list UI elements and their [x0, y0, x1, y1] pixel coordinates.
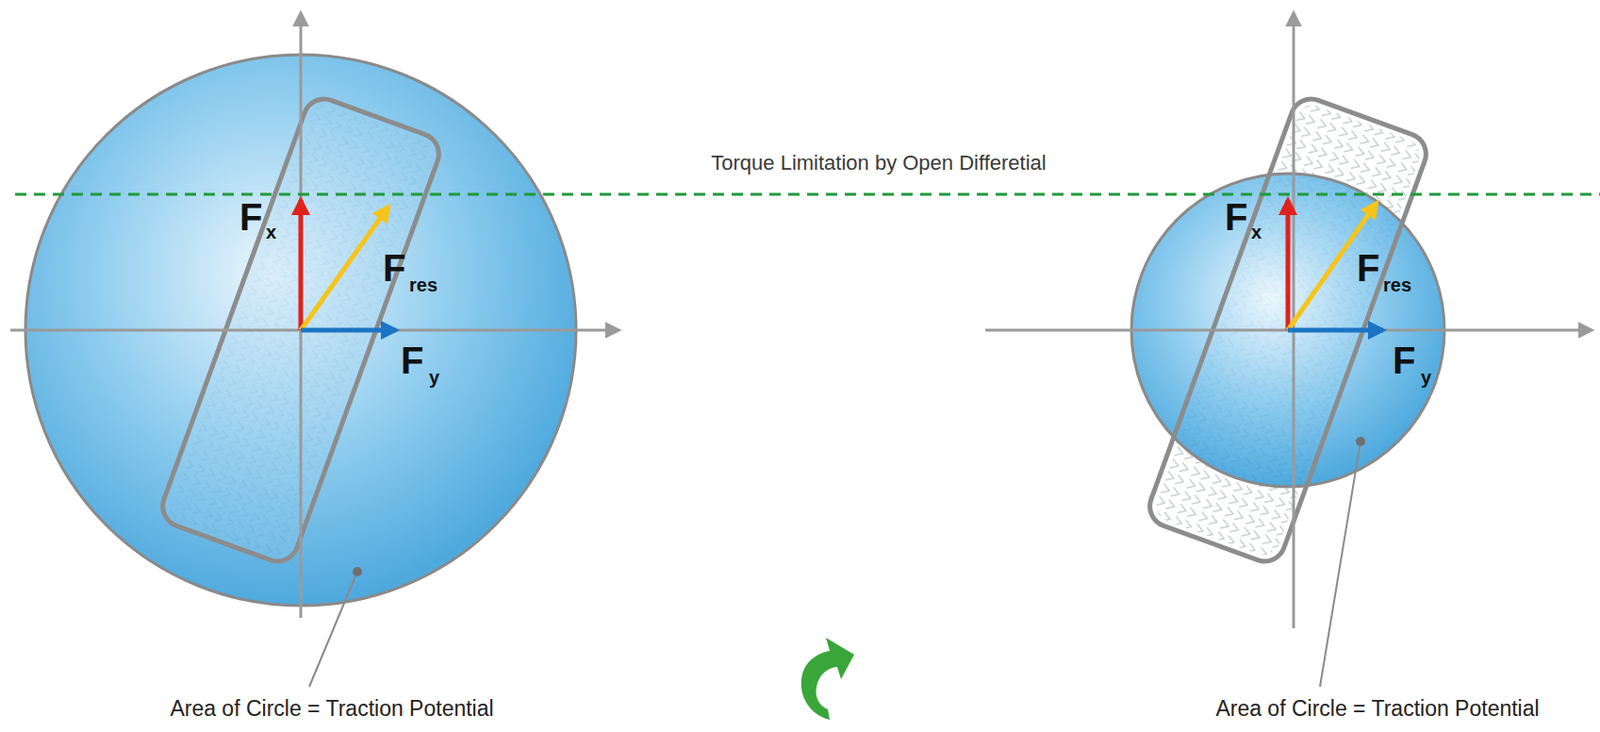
force-subscript: x	[1251, 222, 1262, 242]
axis	[299, 13, 303, 618]
force-symbol: F	[400, 341, 424, 380]
force-symbol: F	[1392, 341, 1416, 380]
force-arrow	[1287, 328, 1384, 333]
force-arrow	[1286, 199, 1291, 330]
circle-caption: Area of Circle = Traction Potential	[169, 697, 494, 720]
force-symbol: F	[1224, 197, 1248, 236]
axis	[10, 329, 619, 332]
force-subscript: y	[428, 367, 440, 387]
leader-dot	[352, 566, 363, 577]
circle-caption: Area of Circle = Traction Potential	[1215, 697, 1539, 720]
rotation-arrow	[801, 637, 855, 720]
leader-line	[309, 571, 358, 687]
axis	[985, 329, 1592, 332]
force-symbol: F	[382, 248, 406, 287]
leader-line	[1319, 441, 1361, 687]
force-arrow	[298, 199, 304, 330]
force-arrow	[300, 328, 396, 333]
force-subscript: res	[1383, 275, 1412, 295]
force-symbol: F	[1356, 248, 1380, 287]
force-symbol: F	[239, 197, 263, 236]
force-subscript: x	[265, 222, 277, 242]
force-arrow	[300, 206, 389, 330]
torque-limit-label: Torque Limitation by Open Differetial	[707, 152, 1050, 174]
force-subscript: y	[1420, 367, 1432, 387]
force-subscript: res	[409, 275, 438, 295]
torque-limit-line	[15, 193, 1600, 197]
leader-dot	[1355, 436, 1366, 446]
